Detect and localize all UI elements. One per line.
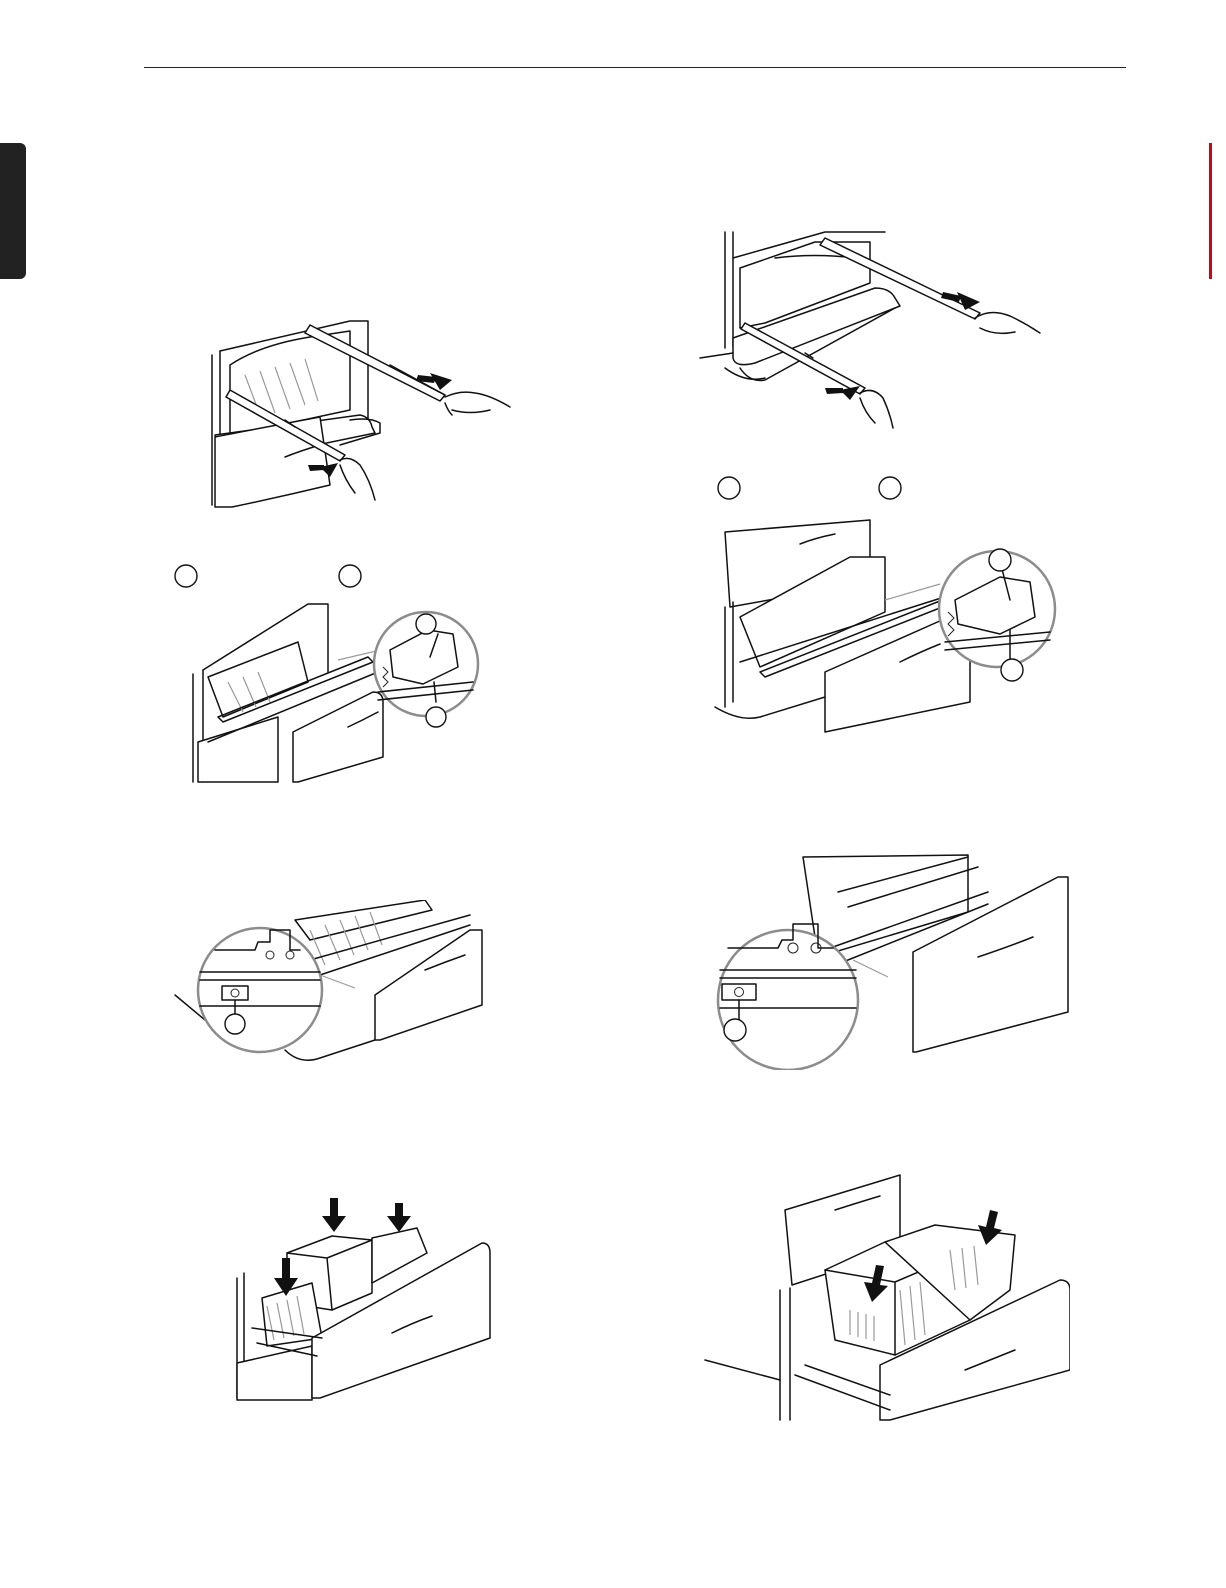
left-hand-icon	[860, 390, 893, 428]
callout-b	[879, 477, 901, 499]
margin-marker	[1209, 143, 1212, 279]
figure-bin-insert-right	[700, 1170, 1070, 1425]
right-hand-icon	[445, 392, 510, 415]
callout-1	[225, 1014, 245, 1034]
callout-b	[339, 565, 361, 587]
callout-2	[1001, 659, 1023, 681]
right-hand-icon	[975, 312, 1040, 333]
callout-leader	[320, 975, 355, 988]
callout-leader	[885, 584, 940, 600]
callout-a	[718, 477, 740, 499]
section-tab	[0, 143, 26, 279]
callout-a	[175, 565, 197, 587]
callout-leader	[853, 960, 888, 977]
callout-2	[426, 707, 446, 727]
callout-1	[416, 614, 436, 634]
freezer-cabinet	[715, 520, 970, 732]
callout-1	[724, 1019, 746, 1041]
figure-screw-left	[170, 900, 490, 1075]
figure-rail-lock-right	[700, 472, 1065, 734]
figure-bin-insert-left	[232, 1198, 497, 1403]
rail-screw-magnified-icon	[198, 928, 322, 1052]
figure-rail-pull-right	[695, 228, 1045, 433]
rail-lock-magnified-icon	[374, 612, 478, 727]
figure-screw-right	[688, 852, 1070, 1070]
figure-rail-lock-left	[168, 562, 488, 787]
callout-1	[989, 549, 1011, 571]
left-hand-icon	[340, 458, 375, 500]
freezer-cabinet	[193, 604, 383, 782]
figure-rail-pull-left	[190, 315, 520, 510]
header-rule	[144, 67, 1126, 68]
